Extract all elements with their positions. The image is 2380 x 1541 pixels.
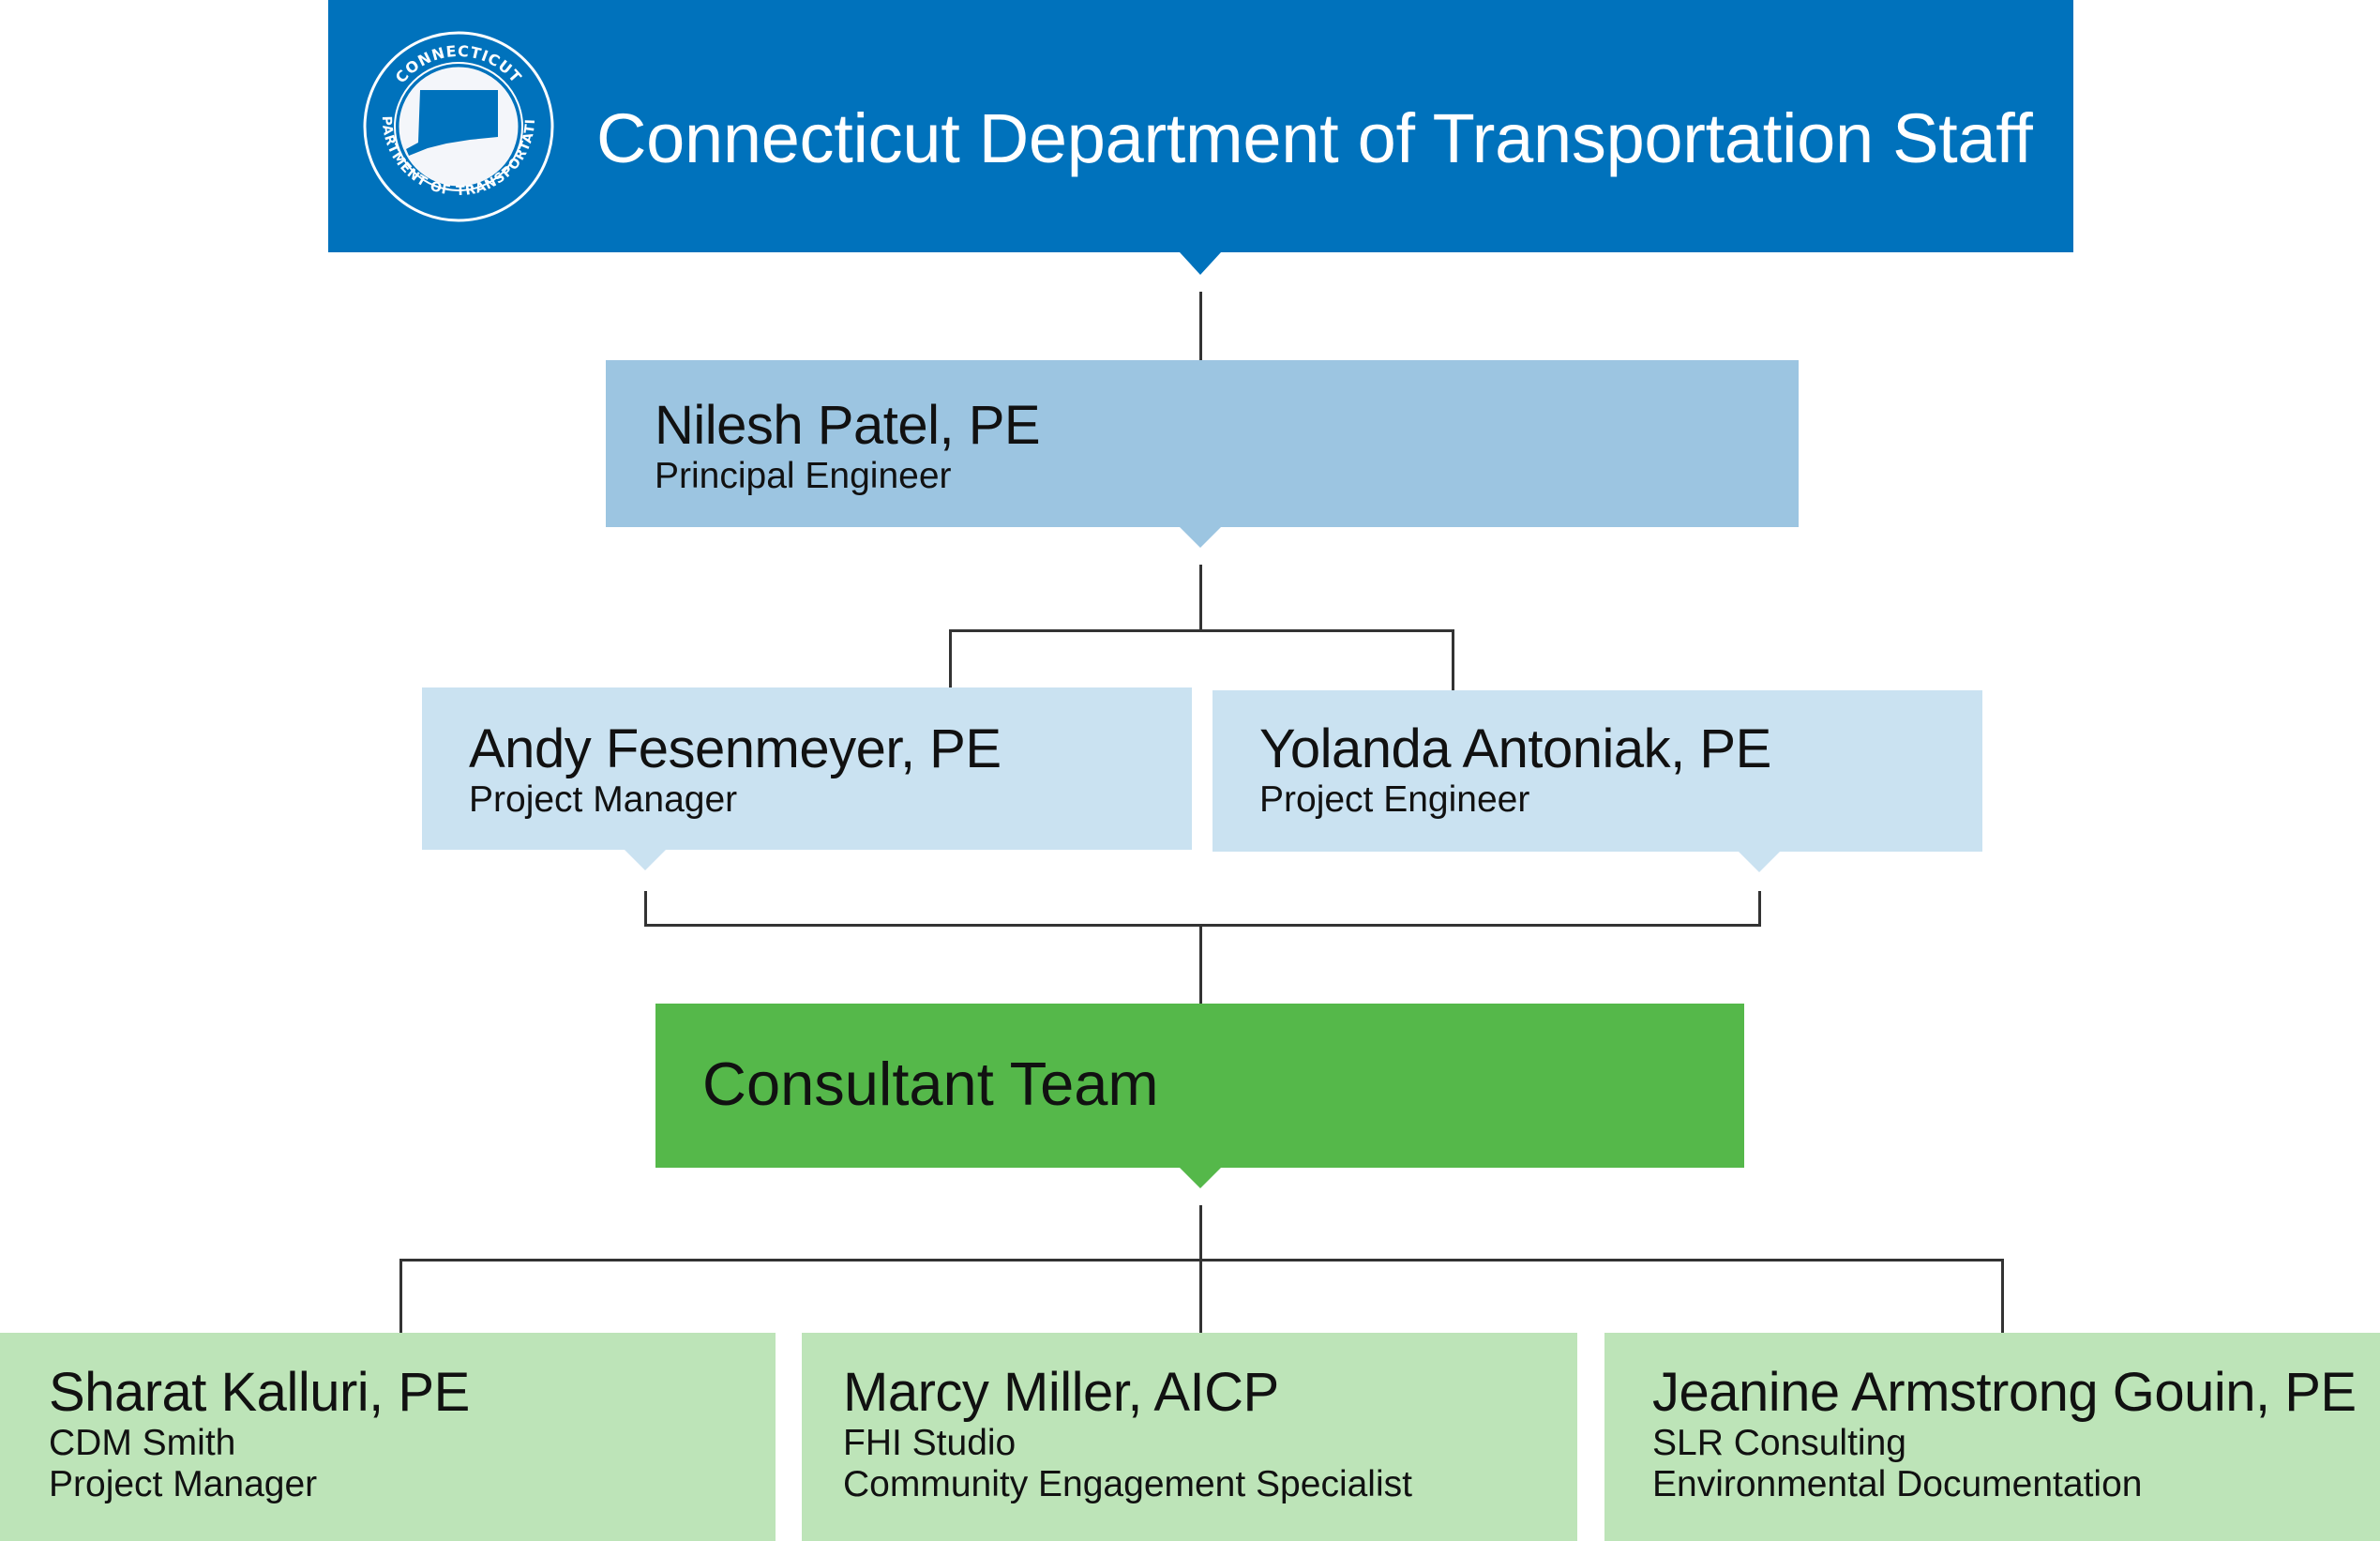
connector-line: [1758, 891, 1761, 927]
connector-line: [2001, 1259, 2004, 1333]
consultant-role: Environmental Documentation: [1652, 1464, 2143, 1504]
connector-line: [1199, 292, 1202, 360]
consultant-firm: CDM Smith: [49, 1423, 236, 1463]
connector-line: [399, 1259, 402, 1333]
connector-line: [1199, 924, 1202, 1004]
principal-name: Nilesh Patel, PE: [655, 395, 1041, 456]
manager-name: Andy Fesenmeyer, PE: [469, 718, 1002, 779]
consultant-name: Jeanine Armstrong Gouin, PE: [1652, 1362, 2357, 1423]
connector-line: [1452, 629, 1454, 690]
consultant-team-box: Consultant Team: [655, 1004, 1744, 1168]
consultant-firm: FHI Studio: [843, 1423, 1017, 1463]
consultant-team-title: Consultant Team: [702, 1050, 1159, 1118]
consultant-name: Marcy Miller, AICP: [843, 1362, 1279, 1423]
connector-line: [949, 629, 952, 688]
manager-role: Project Manager: [469, 779, 738, 820]
connector-line: [1199, 1205, 1202, 1333]
connector-line: [399, 1259, 2004, 1262]
consultant-box: Jeanine Armstrong Gouin, PE SLR Consulti…: [1604, 1333, 2380, 1541]
consultant-box: Sharat Kalluri, PE CDM Smith Project Man…: [0, 1333, 776, 1541]
consultant-firm: SLR Consulting: [1652, 1423, 1906, 1463]
manager-pointer: [625, 850, 666, 870]
manager-name: Yolanda Antoniak, PE: [1259, 718, 1771, 779]
consultant-role: Project Manager: [49, 1464, 318, 1504]
header-title: Connecticut Department of Transportation…: [596, 99, 2033, 177]
principal-role: Principal Engineer: [655, 456, 952, 496]
connector-line: [644, 891, 647, 927]
principal-pointer: [1180, 527, 1221, 548]
connector-line: [1199, 565, 1202, 631]
manager-role: Project Engineer: [1259, 779, 1530, 820]
manager-box-yolanda: Yolanda Antoniak, PE Project Engineer: [1213, 690, 1982, 852]
consultant-pointer: [1180, 1168, 1221, 1188]
ctdot-seal-logo: CONNECTICUT DEPARTMENT OF TRANSPORTATION: [362, 30, 554, 222]
consultant-box: Marcy Miller, AICP FHI Studio Community …: [802, 1333, 1577, 1541]
manager-box-andy: Andy Fesenmeyer, PE Project Manager: [422, 687, 1192, 850]
manager-pointer: [1739, 852, 1780, 872]
connector-line: [644, 924, 1761, 927]
consultant-role: Community Engagement Specialist: [843, 1464, 1412, 1504]
header-pointer: [1180, 252, 1221, 275]
principal-box: Nilesh Patel, PE Principal Engineer: [606, 360, 1799, 527]
header-banner: CONNECTICUT DEPARTMENT OF TRANSPORTATION…: [328, 0, 2073, 252]
connector-line: [949, 629, 1454, 632]
consultant-name: Sharat Kalluri, PE: [49, 1362, 470, 1423]
